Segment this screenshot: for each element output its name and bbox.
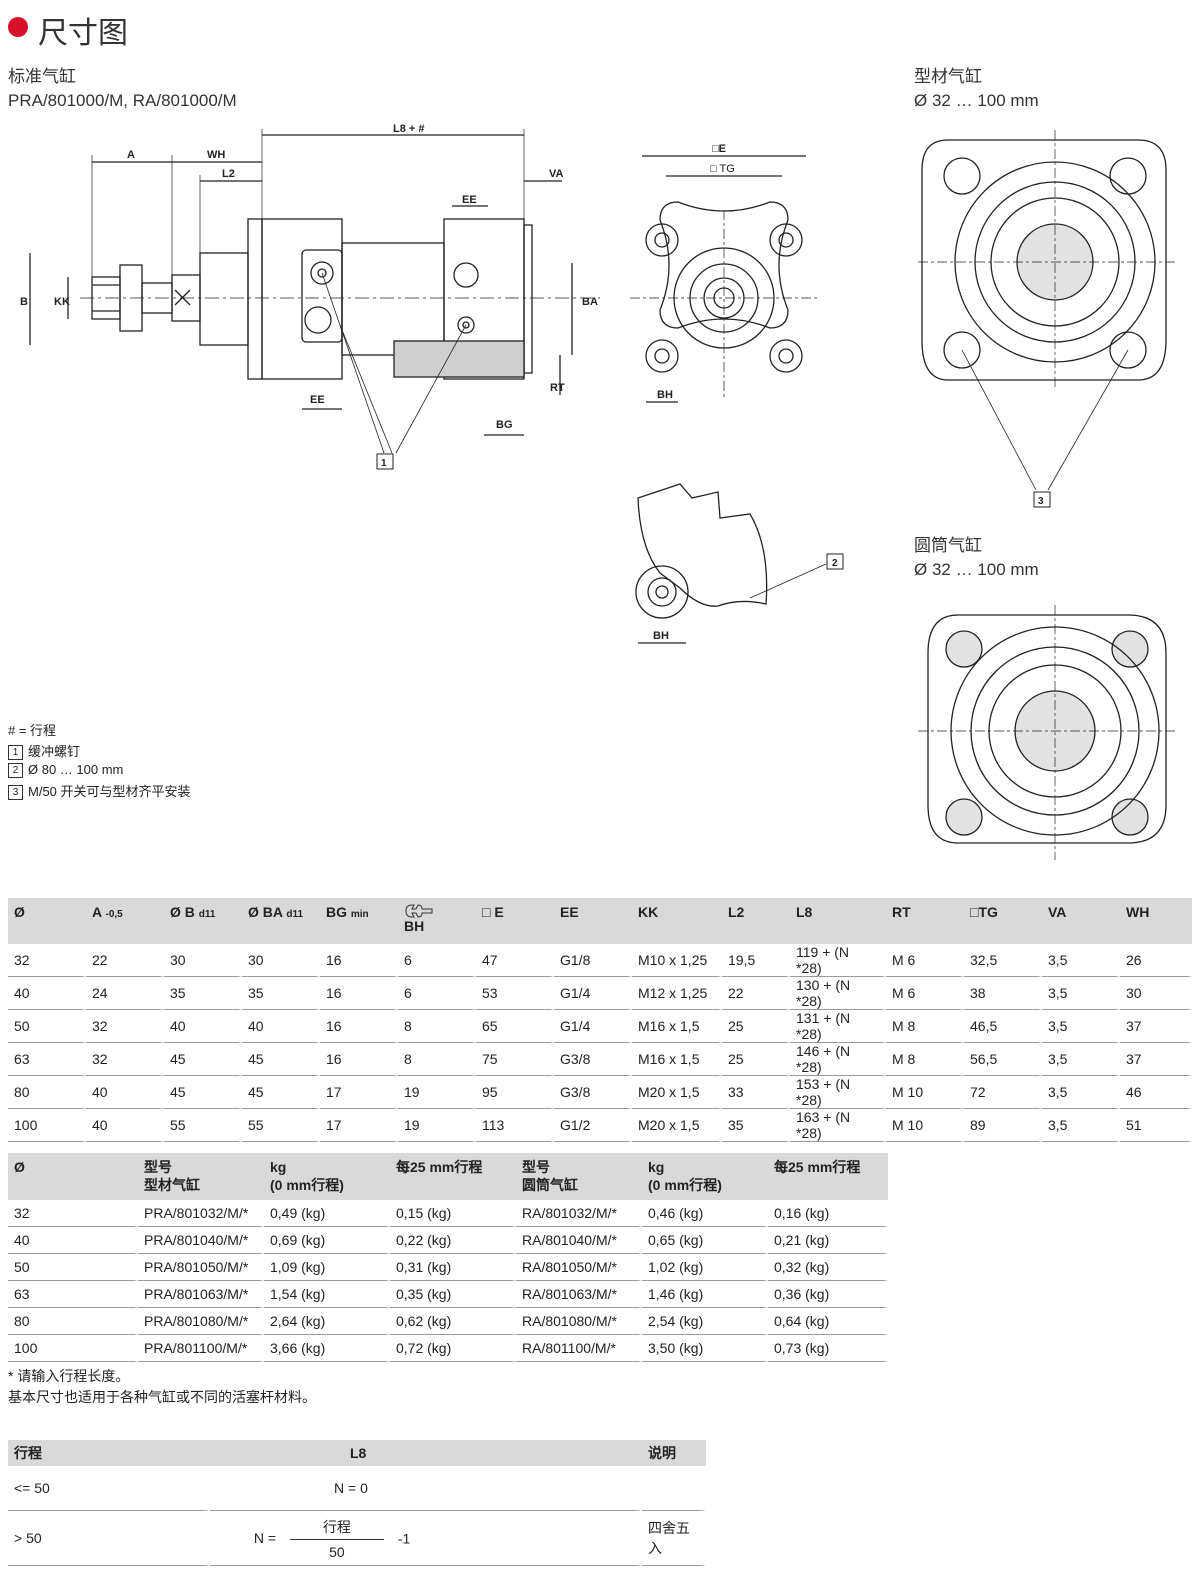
standard-models-label: PRA/801000/M, RA/801000/M [8,91,237,110]
footnote-stroke: * 请输入行程长度。 [8,1368,130,1384]
dim-l8-label: L8 + # [393,123,425,135]
legend-number-1: 1 [8,745,23,761]
col-l8: L8 [210,1440,642,1466]
legend-number-3: 3 [8,785,23,801]
wrench-icon [405,904,433,918]
col-ee: EE [554,898,632,944]
legend-hash: # = 行程 [8,723,57,738]
standard-cylinder-label: 标准气缸 [8,67,76,86]
round-cylinder-drawing [918,605,1178,860]
table-row: > 50 N = 行程 50 -1 四舍五入 [8,1511,706,1566]
side-view-drawing: L8 + # A WH L2 VA EE B KK BA RT EE BG 1 [20,123,600,470]
col-ba: Ø BA d11 [242,898,320,944]
footnote-basic-dims: 基本尺寸也适用于各种气缸或不同的活塞杆材料。 [8,1389,316,1405]
col-e: □ E [476,898,554,944]
dim-rt-label: RT [550,382,565,394]
legend-text-3: M/50 开关可与型材齐平安装 [28,784,191,799]
fraction-denominator: 50 [329,1543,345,1560]
col-profile-model: 型号型材气缸 [138,1153,264,1200]
table-header-row: 行程 L8 说明 [8,1440,706,1466]
col-dia: Ø [8,1153,138,1200]
callout-3: 3 [1038,496,1044,507]
col-profile-kg: kg(0 mm行程) [264,1153,390,1200]
col-a: A -0,5 [86,898,164,944]
table-row: <= 50 N = 0 [8,1466,706,1511]
round-range-label: Ø 32 … 100 mm [914,560,1039,579]
col-round-per25: 每25 mm行程 [768,1153,888,1200]
dim-tg-label: □ TG [710,163,735,175]
profile-cylinder-drawing: 3 [918,130,1178,508]
profile-cylinder-label: 型材气缸 [914,67,982,86]
legend-text-1: 缓冲螺钉 [28,744,81,759]
col-l2: L2 [722,898,790,944]
dim-wh-label: WH [207,149,225,161]
table-header-row: Ø 型号型材气缸 kg(0 mm行程) 每25 mm行程 型号圆筒气缸 kg(0… [8,1153,888,1200]
legend-item-3: 3 M/50 开关可与型材齐平安装 [8,781,191,801]
legend-text-2: Ø 80 … 100 mm [28,762,124,777]
callout-1: 1 [381,458,387,469]
dim-bh-label: BH [657,389,673,401]
dim-bg-label: BG [496,419,513,431]
detail-view-drawing: BH 2 [635,483,844,644]
dim-b-label: B [20,296,28,308]
col-b: Ø B d11 [164,898,242,944]
dim-ee-bottom-label: EE [310,394,325,406]
callout-2: 2 [832,558,838,569]
fraction-numerator: 行程 [289,1517,384,1540]
legend-number-2: 2 [8,763,23,779]
profile-range-label: Ø 32 … 100 mm [914,91,1039,110]
front-view-drawing: □E □ TG BH [630,143,820,403]
col-va: VA [1042,898,1120,944]
dim-va-label: VA [549,168,564,180]
page-title: 尺寸图 [38,17,128,50]
col-l8: L8 [790,898,886,944]
n-formula: N = 行程 50 -1 [210,1511,642,1566]
dimensions-table: Ø A -0,5 Ø B d11 Ø BA d11 BG min BH □ E … [8,898,1192,1142]
legend-item-1: 1 缓冲螺钉 [8,741,81,761]
formula-minus-one: -1 [397,1530,411,1546]
col-note: 说明 [642,1440,706,1466]
title-bullet [8,17,28,37]
dim-ee-top-label: EE [462,194,477,206]
col-tg: □TG [964,898,1042,944]
col-bg: BG min [320,898,398,944]
dim-l2-label: L2 [222,168,235,180]
dim-ba-label: BA [582,296,598,308]
col-bh: BH [398,898,476,944]
col-rt: RT [886,898,964,944]
legend-item-2: 2 Ø 80 … 100 mm [8,762,124,779]
round-cylinder-label: 圆筒气缸 [914,536,982,555]
col-profile-per25: 每25 mm行程 [390,1153,516,1200]
table-header-row: Ø A -0,5 Ø B d11 Ø BA d11 BG min BH □ E … [8,898,1192,944]
dim-a-label: A [127,149,135,161]
col-dia: Ø [8,898,86,944]
col-stroke: 行程 [8,1440,210,1466]
dim-kk-label: KK [54,296,70,308]
dim-bh2-label: BH [653,630,669,642]
stroke-table: 行程 L8 说明 <= 50 N = 0 > 50 N = 行程 50 -1 四… [8,1440,706,1566]
col-kk: KK [632,898,722,944]
weights-table: Ø 型号型材气缸 kg(0 mm行程) 每25 mm行程 型号圆筒气缸 kg(0… [8,1153,888,1362]
col-round-model: 型号圆筒气缸 [516,1153,642,1200]
col-wh: WH [1120,898,1192,944]
col-round-kg: kg(0 mm行程) [642,1153,768,1200]
dim-e-label: □E [712,143,726,155]
